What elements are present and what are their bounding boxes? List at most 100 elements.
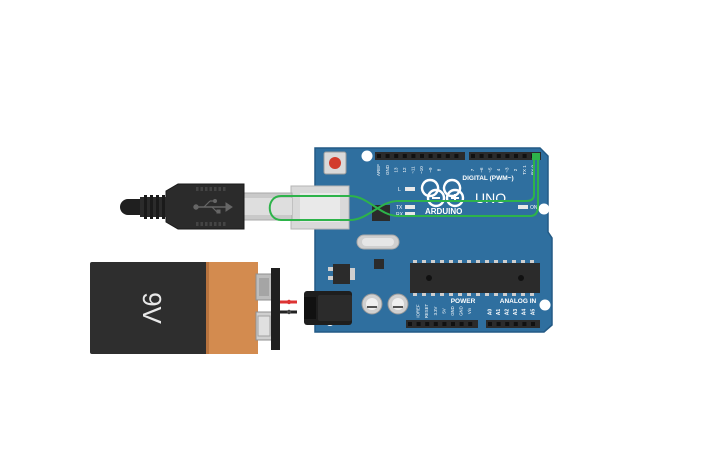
- battery-9v[interactable]: 9V: [90, 262, 297, 354]
- header-pin[interactable]: [377, 154, 381, 158]
- atmega-chip: [410, 260, 540, 296]
- header-pin[interactable]: [496, 154, 501, 158]
- battery-lead-positive[interactable]: [280, 299, 297, 305]
- reset-button[interactable]: [323, 151, 347, 175]
- battery-label: 9V: [137, 292, 167, 324]
- analog-pin-label: A4: [522, 309, 528, 316]
- capacitors: [361, 293, 409, 315]
- power-pin-label: GND: [459, 306, 464, 316]
- crystal-oscillator: [356, 234, 400, 250]
- header-pin[interactable]: [471, 154, 475, 158]
- digital-pin-label: ~10: [419, 166, 424, 174]
- header-pin[interactable]: [513, 322, 518, 326]
- digital-pin-label: ~6: [479, 167, 484, 173]
- header-pin[interactable]: [428, 154, 433, 158]
- header-pin[interactable]: [411, 154, 416, 158]
- battery-terminal-positive[interactable]: [255, 273, 273, 301]
- usb-plug-grip: [196, 187, 226, 226]
- analog-pin-label: A5: [530, 309, 536, 316]
- usb-symbol-icon: [193, 199, 233, 214]
- board-brand: ARDUINO: [425, 207, 462, 216]
- header-pin[interactable]: [445, 154, 450, 158]
- battery-cap: [208, 262, 258, 354]
- analog-header[interactable]: [486, 320, 540, 328]
- header-pin[interactable]: [420, 154, 424, 158]
- usb-cable-end: [120, 199, 140, 215]
- led-label-tx: TX: [396, 205, 403, 211]
- power-header[interactable]: [406, 320, 478, 328]
- header-pin[interactable]: [488, 322, 492, 326]
- digital-pin-label: 7: [470, 168, 475, 171]
- digital-pin-label: 2: [513, 168, 518, 171]
- power-pin-label: 5V: [441, 308, 446, 313]
- header-pin[interactable]: [402, 154, 407, 158]
- board-model: UNO: [475, 190, 506, 206]
- header-pin[interactable]: [479, 154, 484, 158]
- analog-pin-label: A2: [505, 309, 511, 316]
- power-pin-label: 3.3V: [433, 306, 438, 315]
- analog-pin-label: A1: [496, 309, 502, 316]
- battery-terminal-negative[interactable]: [255, 311, 273, 341]
- mount-hole: [538, 203, 550, 215]
- wire-ends: [532, 153, 540, 160]
- header-pin[interactable]: [416, 322, 421, 326]
- onboard-leds: [405, 187, 528, 216]
- header-pin[interactable]: [468, 322, 473, 326]
- header-pin[interactable]: [522, 322, 527, 326]
- header-pin[interactable]: [459, 322, 464, 326]
- digital-pin-label: ~9: [428, 167, 433, 173]
- analog-pin-label: A3: [513, 309, 519, 316]
- header-pin[interactable]: [488, 154, 493, 158]
- power-pin-label: RESET: [424, 303, 429, 318]
- header-pin[interactable]: [433, 322, 438, 326]
- digital-pin-label: AREF: [376, 164, 381, 176]
- led-label-l: L: [398, 187, 401, 193]
- digital-pin-label: GND: [385, 164, 390, 175]
- digital-pin-label: 13: [393, 167, 398, 173]
- header-pin[interactable]: [505, 322, 510, 326]
- header-pin[interactable]: [505, 154, 510, 158]
- wire-green[interactable]: [268, 157, 539, 221]
- header-pin[interactable]: [514, 154, 518, 158]
- digital-header-label: DIGITAL (PWM~): [462, 175, 513, 182]
- header-pin[interactable]: [437, 154, 442, 158]
- small-component: [374, 259, 384, 269]
- battery-clip: [271, 268, 280, 350]
- header-pin[interactable]: [394, 154, 399, 158]
- mount-hole: [361, 150, 373, 162]
- digital-pin-label: ~3: [505, 167, 510, 173]
- header-pin[interactable]: [454, 154, 459, 158]
- digital-pin-label: ~5: [487, 167, 492, 173]
- digital-pin-label: 4: [496, 168, 501, 171]
- header-pin[interactable]: [442, 322, 447, 326]
- on-led-label: ON: [530, 205, 538, 211]
- usb-cable[interactable]: [120, 183, 350, 230]
- mount-hole: [539, 299, 551, 311]
- analog-header-label: ANALOG IN: [500, 298, 537, 305]
- power-pin-label: GND: [450, 306, 455, 316]
- digital-pin-label: 8: [436, 168, 441, 171]
- power-pin-label: IOREF: [416, 304, 421, 318]
- battery-lead-negative[interactable]: [280, 309, 297, 315]
- header-pin[interactable]: [522, 154, 527, 158]
- digital-pin-label: RX 0: [530, 165, 535, 176]
- header-pin[interactable]: [531, 322, 535, 326]
- header-pin[interactable]: [425, 322, 430, 326]
- header-pin[interactable]: [385, 154, 390, 158]
- header-pin[interactable]: [451, 322, 455, 326]
- power-jack[interactable]: [304, 291, 352, 325]
- digital-header[interactable]: [375, 152, 541, 160]
- digital-pin-label: ~11: [411, 166, 416, 174]
- header-pin[interactable]: [408, 322, 412, 326]
- battery-body: [90, 262, 210, 354]
- power-header-label: POWER: [451, 298, 476, 305]
- voltage-regulator: [328, 264, 355, 284]
- digital-pin-label: TX 1: [522, 165, 527, 175]
- header-pin[interactable]: [496, 322, 501, 326]
- arduino-logo: [420, 178, 465, 208]
